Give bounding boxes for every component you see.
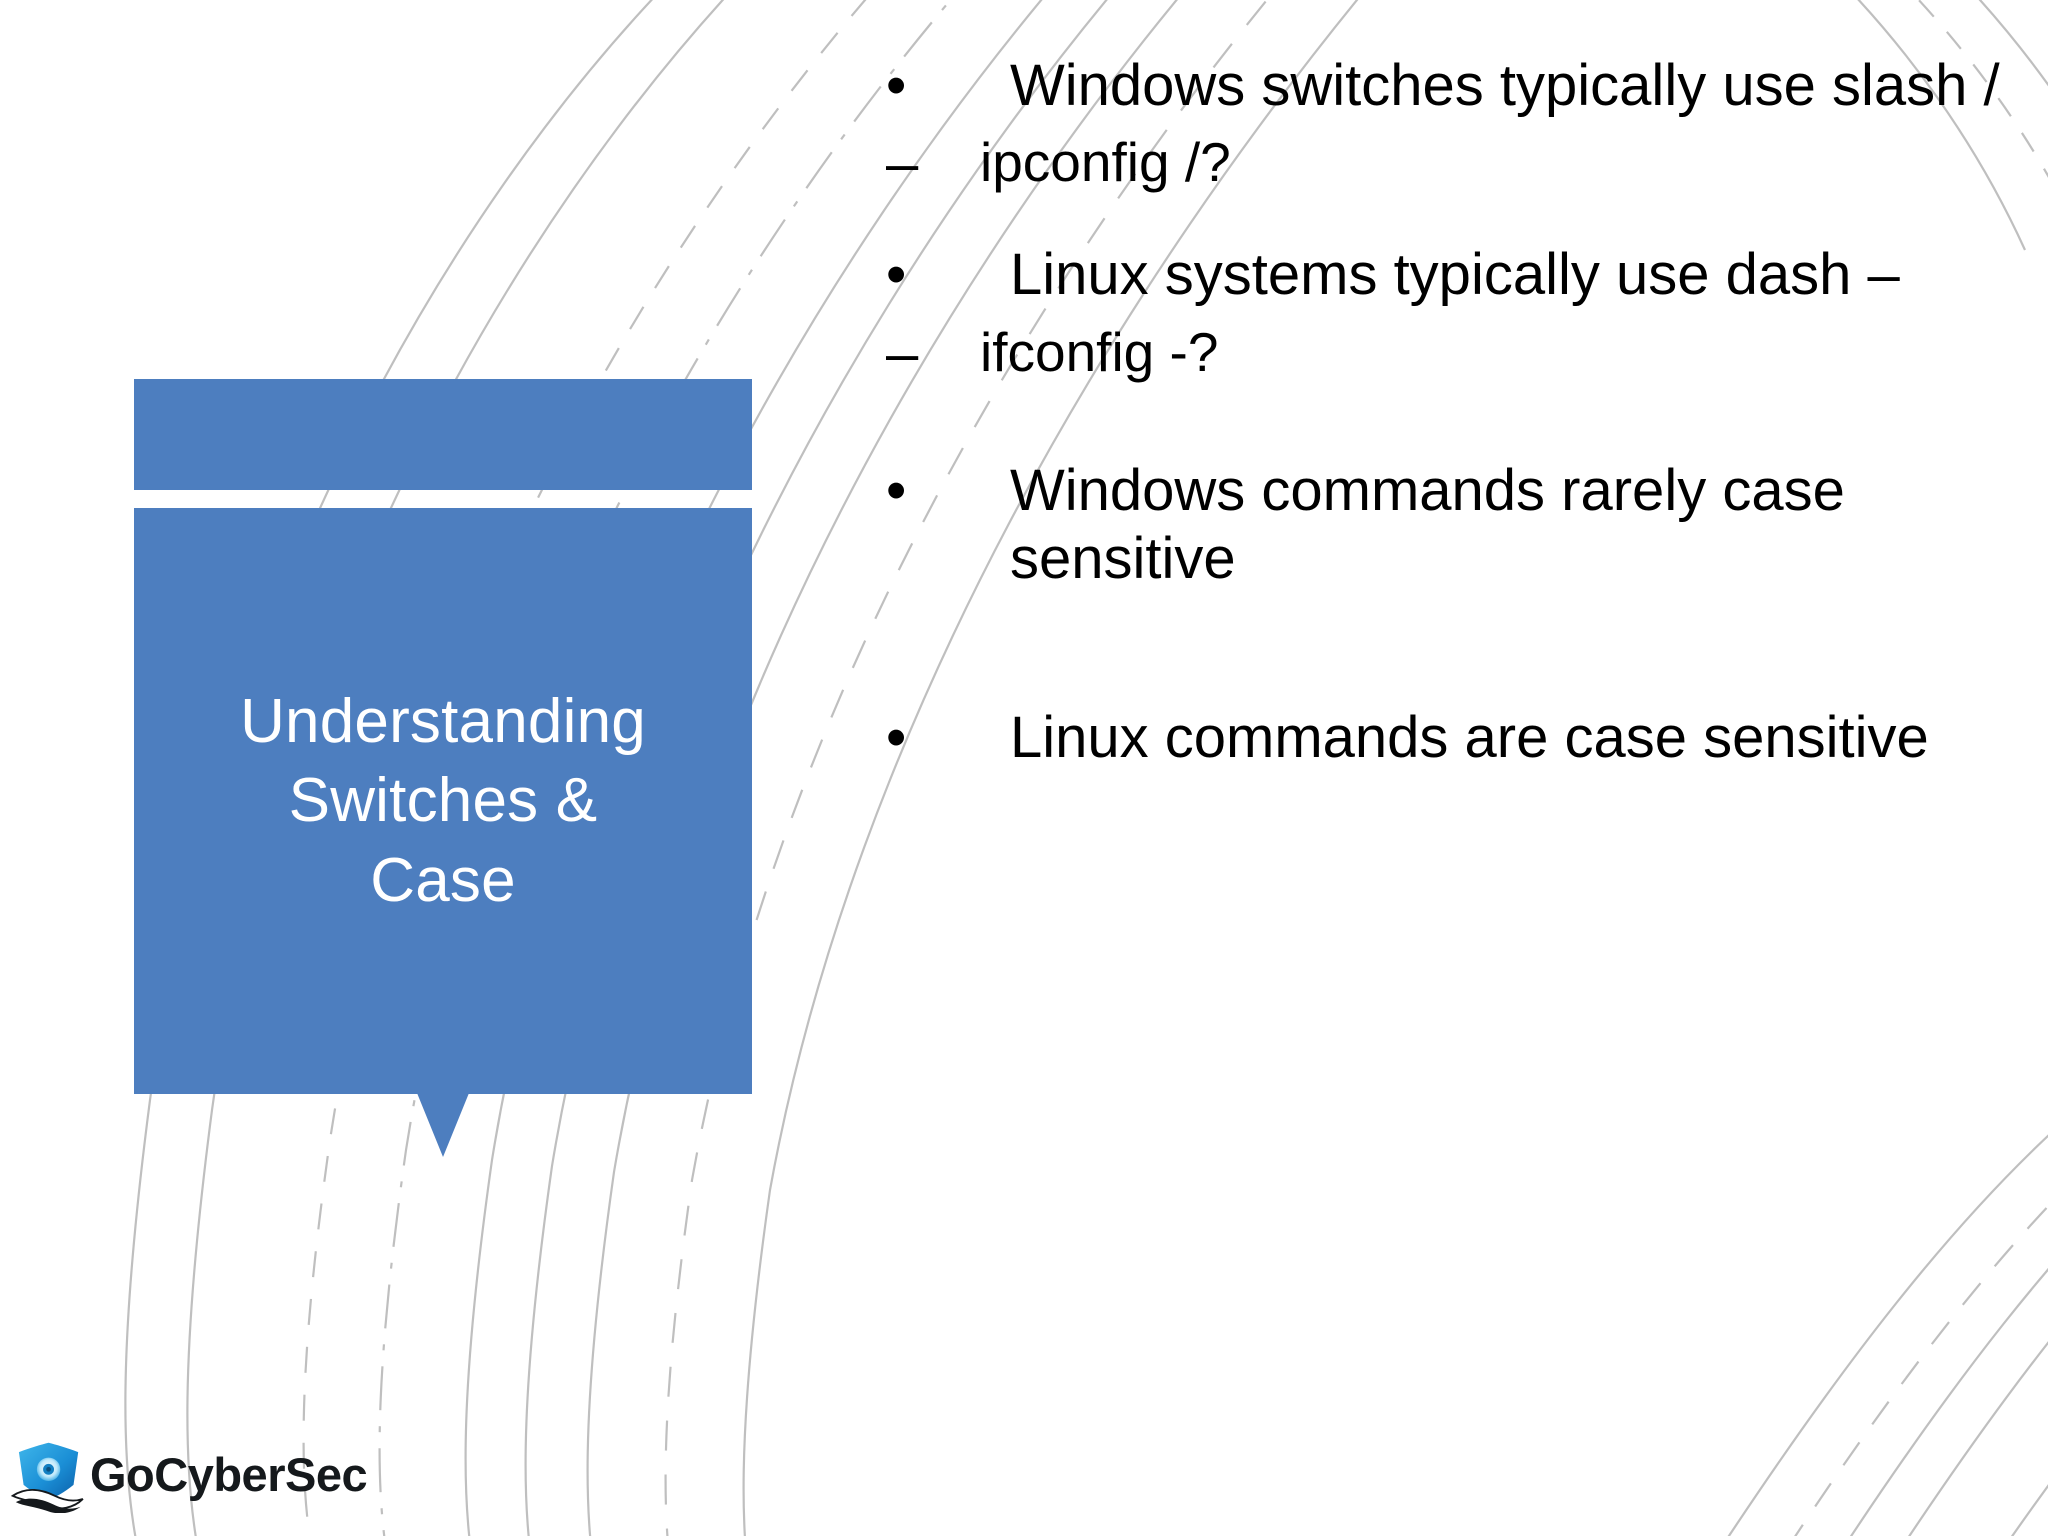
callout-top-bar (134, 379, 752, 490)
callout-body: Understanding Switches & Case (134, 508, 752, 1094)
bullet-group: • Windows commands rarely case sensitive (880, 457, 2000, 594)
bullet-content-area: • Windows switches typically use slash /… (880, 52, 2000, 1482)
bullet-marker-icon: • (886, 242, 907, 308)
title-callout: Understanding Switches & Case (134, 379, 752, 1157)
bullet-item: • Linux systems typically use dash – (880, 241, 2000, 309)
sub-bullet-item: – ipconfig /? (880, 130, 2000, 197)
bullet-group: • Linux systems typically use dash – – i… (880, 241, 2000, 386)
bullet-marker-icon: • (886, 704, 907, 770)
bullet-label: Linux commands are case sensitive (1010, 704, 1929, 770)
sub-bullet-item: – ifconfig -? (880, 320, 2000, 386)
bullet-item: • Windows commands rarely case sensitive (880, 457, 2000, 594)
brand-logo: GoCyberSec (8, 1428, 368, 1520)
bullet-label: Linux systems typically use dash – (1010, 242, 1900, 308)
shield-eye-icon (10, 1442, 84, 1513)
bullet-label: Windows switches typically use slash / (1010, 53, 2000, 118)
bullet-group: • Linux commands are case sensitive (880, 704, 2000, 772)
page-title: Understanding Switches & Case (240, 686, 646, 915)
sub-bullet-marker-icon: – (886, 320, 919, 386)
bullet-marker-icon: • (886, 53, 907, 118)
sub-bullet-label: ipconfig /? (980, 131, 1231, 194)
sub-bullet-label: ifconfig -? (980, 320, 1219, 383)
brand-name: GoCyberSec (90, 1447, 368, 1501)
sub-bullet-marker-icon: – (886, 131, 919, 197)
callout-pointer-triangle (417, 1093, 469, 1157)
bullet-marker-icon: • (886, 457, 907, 523)
bullet-group: • Windows switches typically use slash /… (880, 52, 2000, 197)
bullet-item: • Windows switches typically use slash / (880, 52, 2000, 120)
bullet-label: Windows commands rarely case sensitive (1010, 457, 1845, 592)
bullet-item: • Linux commands are case sensitive (880, 704, 2000, 772)
